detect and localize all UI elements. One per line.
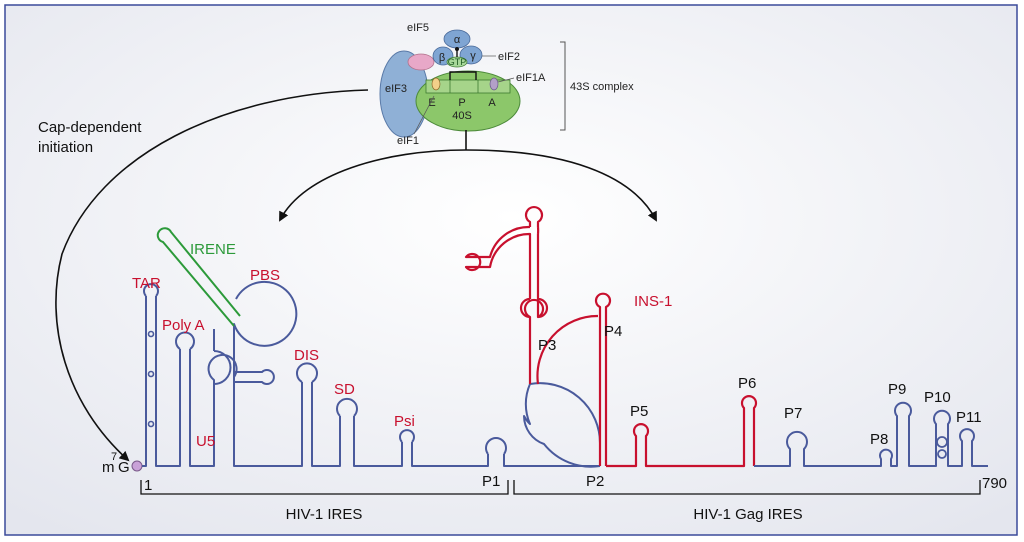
dis-stemloop bbox=[296, 362, 318, 383]
p6-label: P6 bbox=[738, 375, 756, 392]
e-site-label: E bbox=[428, 97, 435, 109]
diagram-canvas: eIF5 α β γ GTP eIF2 eIF1A eIF3 E P A 40S… bbox=[4, 4, 1018, 536]
hiv-ires-rna bbox=[142, 280, 600, 467]
p2-label: P2 bbox=[586, 473, 604, 490]
polya-stemloop bbox=[175, 331, 195, 350]
u5-label: U5 bbox=[196, 433, 215, 450]
p4-stemloop bbox=[594, 292, 612, 466]
complex-bracket bbox=[560, 41, 566, 131]
p9-label: P9 bbox=[888, 381, 906, 398]
gag-ires-bracket bbox=[513, 480, 981, 495]
gag-ires-label: HIV-1 Gag IRES bbox=[693, 506, 802, 523]
p10-label: P10 bbox=[924, 389, 951, 406]
position-start: 1 bbox=[144, 477, 152, 494]
ins1-label: INS-1 bbox=[634, 293, 672, 310]
p11-label: P11 bbox=[956, 409, 982, 426]
psi-stemloop bbox=[399, 429, 415, 443]
40s-label: 40S bbox=[452, 110, 472, 122]
eif5-shape bbox=[407, 53, 435, 71]
gtp-label: GTP bbox=[448, 57, 467, 67]
pbs-domain bbox=[207, 350, 238, 385]
region-brackets: 1 790 HIV-1 IRES HIV-1 Gag IRES bbox=[140, 475, 1007, 523]
arrows bbox=[55, 89, 657, 462]
hiv-ires-label: HIV-1 IRES bbox=[286, 506, 363, 523]
gag-backbone-red bbox=[606, 395, 758, 468]
trna-connector bbox=[449, 50, 477, 80]
a-site-label: A bbox=[488, 97, 496, 109]
eif1a-label: eIF1A bbox=[516, 72, 546, 84]
p1-stemloop bbox=[485, 437, 507, 455]
p8-label: P8 bbox=[870, 431, 888, 448]
cap-dependent-label-line1: Cap-dependent bbox=[38, 119, 142, 136]
psi-label: Psi bbox=[394, 413, 415, 430]
beta-label: β bbox=[439, 52, 445, 64]
a-site-trna bbox=[489, 77, 499, 91]
p3-arm bbox=[536, 314, 599, 385]
rna-backbone-5prime bbox=[142, 296, 600, 467]
p3-domain bbox=[464, 205, 549, 384]
pbs-side-loop bbox=[234, 369, 275, 385]
tar-label: TAR bbox=[132, 275, 161, 292]
dis-label: DIS bbox=[294, 347, 319, 364]
tar-stemloop bbox=[143, 283, 159, 297]
43s-complex: eIF5 α β γ GTP eIF2 eIF1A eIF3 E P A 40S… bbox=[379, 22, 634, 147]
p3-label: P3 bbox=[538, 337, 556, 354]
irene-hairpin bbox=[156, 227, 241, 327]
arrow-to-gag-ires bbox=[465, 149, 657, 222]
p-site-label: P bbox=[458, 97, 465, 109]
eif5-label: eIF5 bbox=[407, 22, 429, 34]
hiv-ires-bracket bbox=[140, 480, 509, 495]
cap-superscript: 7 bbox=[111, 451, 117, 463]
pbs-loop bbox=[233, 280, 298, 347]
diagram-frame: eIF5 α β γ GTP eIF2 eIF1A eIF3 E P A 40S… bbox=[4, 4, 1018, 536]
p4-label: P4 bbox=[604, 323, 622, 340]
polya-label: Poly A bbox=[162, 317, 205, 334]
position-end: 790 bbox=[982, 475, 1007, 492]
arrow-to-hiv-ires bbox=[279, 149, 467, 222]
cap-dependent-arrow bbox=[55, 89, 369, 462]
sd-label: SD bbox=[334, 381, 355, 398]
gamma-label: γ bbox=[470, 50, 476, 62]
cap-m: m bbox=[102, 459, 115, 476]
eif3-label: eIF3 bbox=[385, 83, 407, 95]
cap-circle bbox=[131, 460, 143, 472]
cap-dependent-label-line2: initiation bbox=[38, 139, 93, 156]
p5-label: P5 bbox=[630, 403, 648, 420]
p7-label: P7 bbox=[784, 405, 802, 422]
gag-backbone-blue bbox=[754, 401, 988, 467]
e-site-trna bbox=[431, 77, 441, 91]
sd-stemloop bbox=[336, 397, 358, 417]
trna-channel bbox=[425, 79, 511, 94]
p1-label: P1 bbox=[482, 473, 500, 490]
element-labels: TAR Poly A IRENE PBS U5 DIS SD Psi P1 P2… bbox=[132, 241, 982, 490]
cap-g: G bbox=[118, 459, 130, 476]
gag-ires-rna bbox=[464, 205, 988, 468]
43s-complex-label: 43S complex bbox=[570, 81, 634, 93]
pbs-label: PBS bbox=[250, 267, 280, 284]
irene-label: IRENE bbox=[190, 241, 236, 258]
p2-domain-base bbox=[523, 382, 602, 468]
eif1-label: eIF1 bbox=[397, 135, 419, 147]
alpha-label: α bbox=[454, 34, 461, 46]
eif2-label: eIF2 bbox=[498, 51, 520, 63]
